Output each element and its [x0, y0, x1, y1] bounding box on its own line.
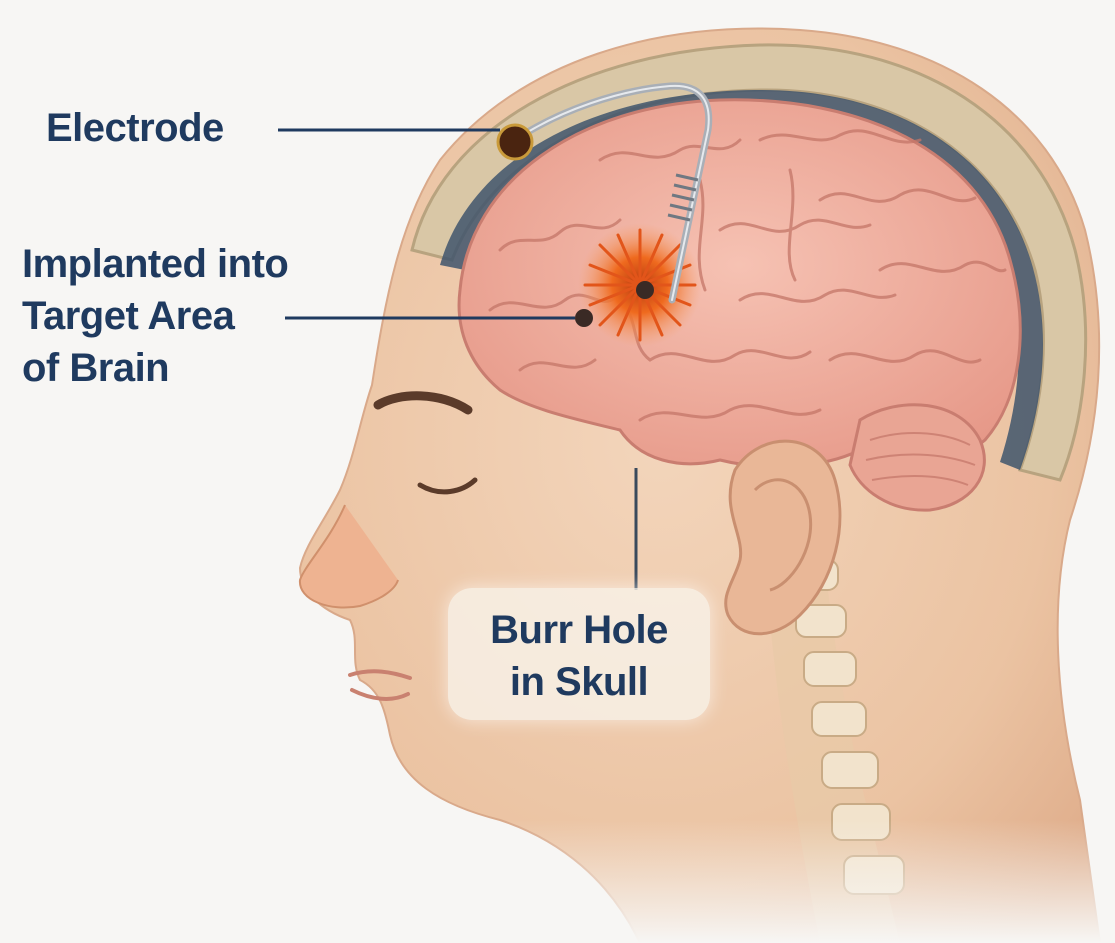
implant-label-line-3: of Brain — [22, 342, 352, 394]
implant-label: Implanted into Target Area of Brain — [22, 238, 352, 394]
electrode-label: Electrode — [46, 102, 224, 154]
implant-label-line-1: Implanted into — [22, 238, 352, 290]
implant-label-line-2: Target Area — [22, 290, 352, 342]
burr-hole-label: Burr Hole in Skull — [448, 588, 710, 720]
target-point — [575, 309, 593, 327]
burr-hole-label-line-2: in Skull — [448, 656, 710, 708]
burr-hole-label-line-1: Burr Hole — [448, 604, 710, 656]
electrode-anchor — [498, 125, 532, 159]
bottom-fade — [0, 820, 1115, 943]
